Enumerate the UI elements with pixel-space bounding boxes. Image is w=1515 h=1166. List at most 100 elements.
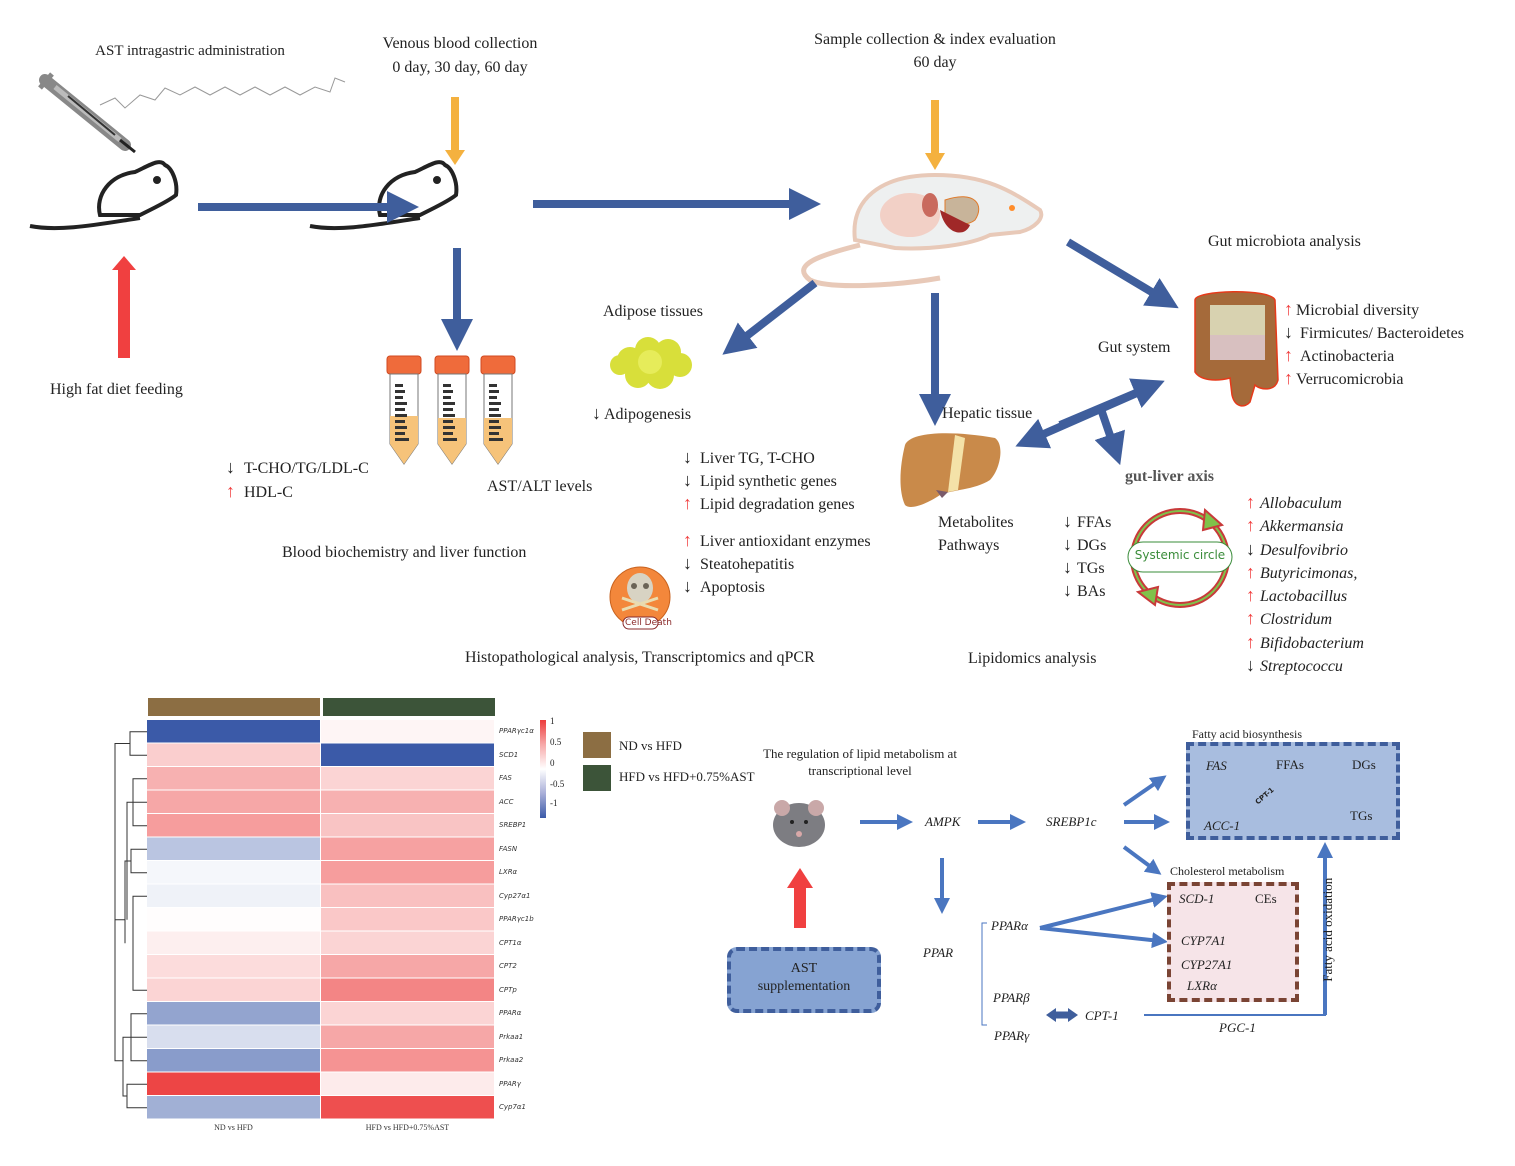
- heatmap-cell: [147, 1002, 320, 1025]
- orange-arrow: [445, 97, 945, 170]
- down-arrow-icon: ↓: [1063, 580, 1072, 600]
- fatty-acid-oxidation-label: Fatty acid oxidation: [1320, 877, 1336, 982]
- heatmap-cell: [147, 908, 320, 931]
- down-arrow-icon: ↓: [1063, 534, 1072, 554]
- step-blood-collection-days: 0 day, 30 day, 60 day: [392, 59, 528, 76]
- heatmap-column-label: ND vs HFD: [214, 1122, 253, 1132]
- histo-marker: ↓Liver TG, T-CHO: [683, 447, 815, 467]
- histo-marker: ↑Liver antioxidant enzymes: [683, 530, 871, 550]
- heatmap-cell: [147, 955, 320, 978]
- tgs-node: TGs: [1350, 808, 1373, 823]
- flow-arrow: [1065, 238, 1179, 309]
- heatmap-row-label: CPT2: [499, 962, 517, 970]
- fas-node: FAS: [1206, 758, 1227, 773]
- diet-label: High fat diet feeding: [50, 381, 183, 398]
- heatmap-graphics: [114, 698, 495, 1119]
- histo-marker: ↑Lipid degradation genes: [683, 493, 855, 513]
- gut-liver-arrow: [1094, 410, 1125, 466]
- ampk-node: AMPK: [925, 814, 961, 829]
- cyp7a1-node: CYP7A1: [1181, 933, 1226, 948]
- scd1-node: SCD-1: [1179, 891, 1215, 906]
- gut-liver-arrow: [1058, 378, 1165, 429]
- down-arrow-icon: ↓: [1284, 322, 1293, 342]
- heatmap-cell: [147, 1072, 320, 1095]
- mouse-photo-icon: [773, 800, 825, 847]
- heatmap-row-label: Cyp27α1: [499, 891, 531, 900]
- heatmap-cell: [321, 767, 494, 790]
- flow-arrow: [722, 279, 818, 355]
- down-arrow-icon: ↓: [1063, 511, 1072, 531]
- heatmap-row-label: SREBP1: [499, 821, 527, 829]
- up-arrow-icon: ↑: [1246, 608, 1255, 629]
- heatmap-column-header-bar: [323, 698, 495, 716]
- heatmap-cell: [321, 908, 494, 931]
- ast-supplementation-box: AST supplementation: [727, 947, 881, 1013]
- heatmap-cell: [147, 837, 320, 860]
- step-administration-label: AST intragastric administration: [95, 43, 285, 59]
- hepatic-pathways: Pathways: [938, 537, 1000, 554]
- histo-marker: ↓Lipid synthetic genes: [683, 470, 837, 490]
- heatmap-cell: [321, 743, 494, 766]
- heatmap-cell: [147, 720, 320, 743]
- cell-death-badge: Cell Death: [625, 618, 672, 628]
- down-arrow-icon: ↓: [683, 470, 692, 490]
- heatmap-row-label: LXRα: [499, 868, 518, 876]
- up-arrow-icon: ↑: [1246, 561, 1255, 582]
- heatmap-cell: [147, 1096, 320, 1119]
- heatmap-cell: [147, 978, 320, 1001]
- ppar-alpha-node: PPARα: [991, 918, 1028, 933]
- heatmap-cell: [321, 1049, 494, 1072]
- heatmap-row-label: CPT1α: [499, 938, 522, 947]
- intestine-icon: [1194, 291, 1279, 407]
- up-arrow-icon: ↑: [1284, 345, 1293, 365]
- acc1-node: ACC-1: [1204, 818, 1241, 833]
- down-arrow-icon: ↓: [226, 457, 235, 477]
- histo-marker: ↓Steatohepatitis: [683, 553, 795, 573]
- down-arrow-icon: ↓: [683, 553, 692, 573]
- ces-node: CEs: [1255, 891, 1277, 906]
- adipose-icon: [610, 337, 692, 389]
- colorbar-tick: 0.5: [550, 737, 562, 747]
- colorbar-tick: -1: [550, 798, 558, 808]
- cholesterol-box: SCD-1 CEs CYP7A1 CYP27A1 LXRα: [1167, 882, 1299, 1002]
- pgc1-node: PGC-1: [1219, 1020, 1256, 1035]
- up-arrow-icon: ↑: [683, 530, 692, 550]
- down-arrow-icon: ↓: [683, 447, 692, 467]
- up-arrow-icon: ↑: [1246, 631, 1255, 652]
- blood-section-title: Blood biochemistry and liver function: [282, 544, 527, 561]
- heatmap-column-label: HFD vs HFD+0.75%AST: [365, 1122, 450, 1132]
- lxra-node: LXRα: [1187, 978, 1217, 993]
- heatmap-cell: [147, 814, 320, 837]
- heatmap-dendrogram: [114, 731, 147, 1109]
- ppar-gamma-node: PPARγ: [994, 1028, 1030, 1043]
- heatmap-cell: [147, 790, 320, 813]
- histo-marker: ↓Apoptosis: [683, 576, 765, 596]
- adipose-title: Adipose tissues: [603, 303, 703, 320]
- heatmap-row-label: FAS: [499, 774, 512, 782]
- mouse-icon: [29, 160, 179, 231]
- systemic-circle-label: Systemic circle: [1134, 548, 1226, 562]
- cholesterol-title: Cholesterol metabolism: [1170, 864, 1285, 878]
- legend-label: HFD vs HFD+0.75%AST: [619, 769, 755, 784]
- hepatic-title: Hepatic tissue: [942, 405, 1033, 422]
- heatmap-cell: [147, 931, 320, 954]
- heatmap-row-label: PPARγ: [499, 1079, 521, 1088]
- heatmap-row-label: Prkaa2: [499, 1056, 524, 1064]
- heatmap-cell: [321, 790, 494, 813]
- heatmap-row-label: Prkaa1: [499, 1032, 524, 1041]
- ast-alt-label: AST/ALT levels: [487, 478, 593, 495]
- heatmap-row-label: PPARγc1b: [499, 915, 534, 923]
- ppar-node: PPAR: [923, 945, 954, 960]
- up-arrow-icon: ↑: [1246, 585, 1255, 606]
- rat-organs-icon: [801, 172, 1044, 289]
- heatmap-cell: [321, 837, 494, 860]
- step-blood-collection-label: Venous blood collection: [382, 35, 538, 52]
- gut-system-label: Gut system: [1098, 339, 1171, 356]
- down-arrow-icon: ↓: [1246, 538, 1255, 559]
- heatmap-cell: [321, 1002, 494, 1025]
- legend-swatch-nd-vs-hfd: [583, 732, 611, 758]
- red-up-arrow: [112, 256, 136, 358]
- up-arrow-icon: ↑: [1246, 515, 1255, 536]
- heatmap-cell: [147, 767, 320, 790]
